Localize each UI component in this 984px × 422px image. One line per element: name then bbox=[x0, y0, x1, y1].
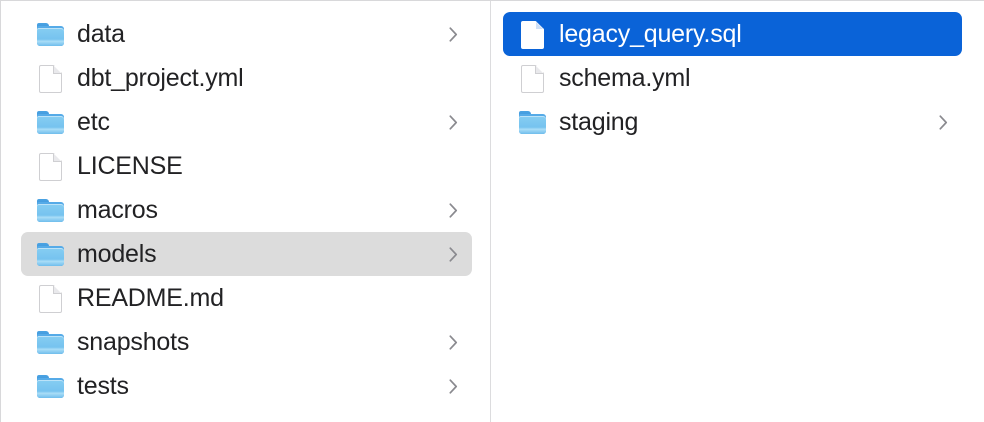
document-icon bbox=[517, 63, 547, 93]
list-item-label: data bbox=[77, 20, 125, 48]
list-item-folder-tests[interactable]: tests bbox=[21, 364, 472, 408]
list-item-label: schema.yml bbox=[559, 64, 691, 92]
chevron-right-icon[interactable] bbox=[446, 112, 460, 132]
folder-icon bbox=[35, 327, 65, 357]
list-item-folder-models[interactable]: models bbox=[21, 232, 472, 276]
folder-icon bbox=[35, 371, 65, 401]
list-item-label: dbt_project.yml bbox=[77, 64, 244, 92]
list-item-label: LICENSE bbox=[77, 152, 183, 180]
list-item-label: etc bbox=[77, 108, 110, 136]
list-item-file-license[interactable]: LICENSE bbox=[21, 144, 472, 188]
folder-icon bbox=[35, 19, 65, 49]
list-item-label: legacy_query.sql bbox=[559, 20, 742, 48]
document-icon bbox=[35, 63, 65, 93]
chevron-right-icon[interactable] bbox=[936, 112, 950, 132]
document-icon bbox=[35, 151, 65, 181]
list-item-label: models bbox=[77, 240, 157, 268]
file-column-models-folder[interactable]: legacy_query.sql schema.yml staging bbox=[491, 1, 984, 422]
list-item-file-schema-yml[interactable]: schema.yml bbox=[503, 56, 962, 100]
list-item-label: tests bbox=[77, 372, 129, 400]
list-item-folder-staging[interactable]: staging bbox=[503, 100, 962, 144]
chevron-right-icon[interactable] bbox=[446, 332, 460, 352]
folder-icon bbox=[517, 107, 547, 137]
folder-icon bbox=[35, 107, 65, 137]
list-item-folder-snapshots[interactable]: snapshots bbox=[21, 320, 472, 364]
chevron-right-icon[interactable] bbox=[446, 376, 460, 396]
chevron-right-icon[interactable] bbox=[446, 24, 460, 44]
document-icon bbox=[517, 19, 547, 49]
list-item-folder-macros[interactable]: macros bbox=[21, 188, 472, 232]
file-column-project-root[interactable]: data dbt_project.yml etc bbox=[1, 1, 491, 422]
list-item-file-readme-md[interactable]: README.md bbox=[21, 276, 472, 320]
list-item-file-dbt-project-yml[interactable]: dbt_project.yml bbox=[21, 56, 472, 100]
chevron-right-icon[interactable] bbox=[446, 200, 460, 220]
folder-icon bbox=[35, 195, 65, 225]
document-icon bbox=[35, 283, 65, 313]
chevron-right-icon[interactable] bbox=[446, 244, 460, 264]
list-item-folder-data[interactable]: data bbox=[21, 12, 472, 56]
list-item-file-legacy-query-sql[interactable]: legacy_query.sql bbox=[503, 12, 962, 56]
folder-icon bbox=[35, 239, 65, 269]
list-item-label: macros bbox=[77, 196, 158, 224]
list-item-label: snapshots bbox=[77, 328, 190, 356]
list-item-folder-etc[interactable]: etc bbox=[21, 100, 472, 144]
list-item-label: README.md bbox=[77, 284, 224, 312]
list-item-label: staging bbox=[559, 108, 639, 136]
